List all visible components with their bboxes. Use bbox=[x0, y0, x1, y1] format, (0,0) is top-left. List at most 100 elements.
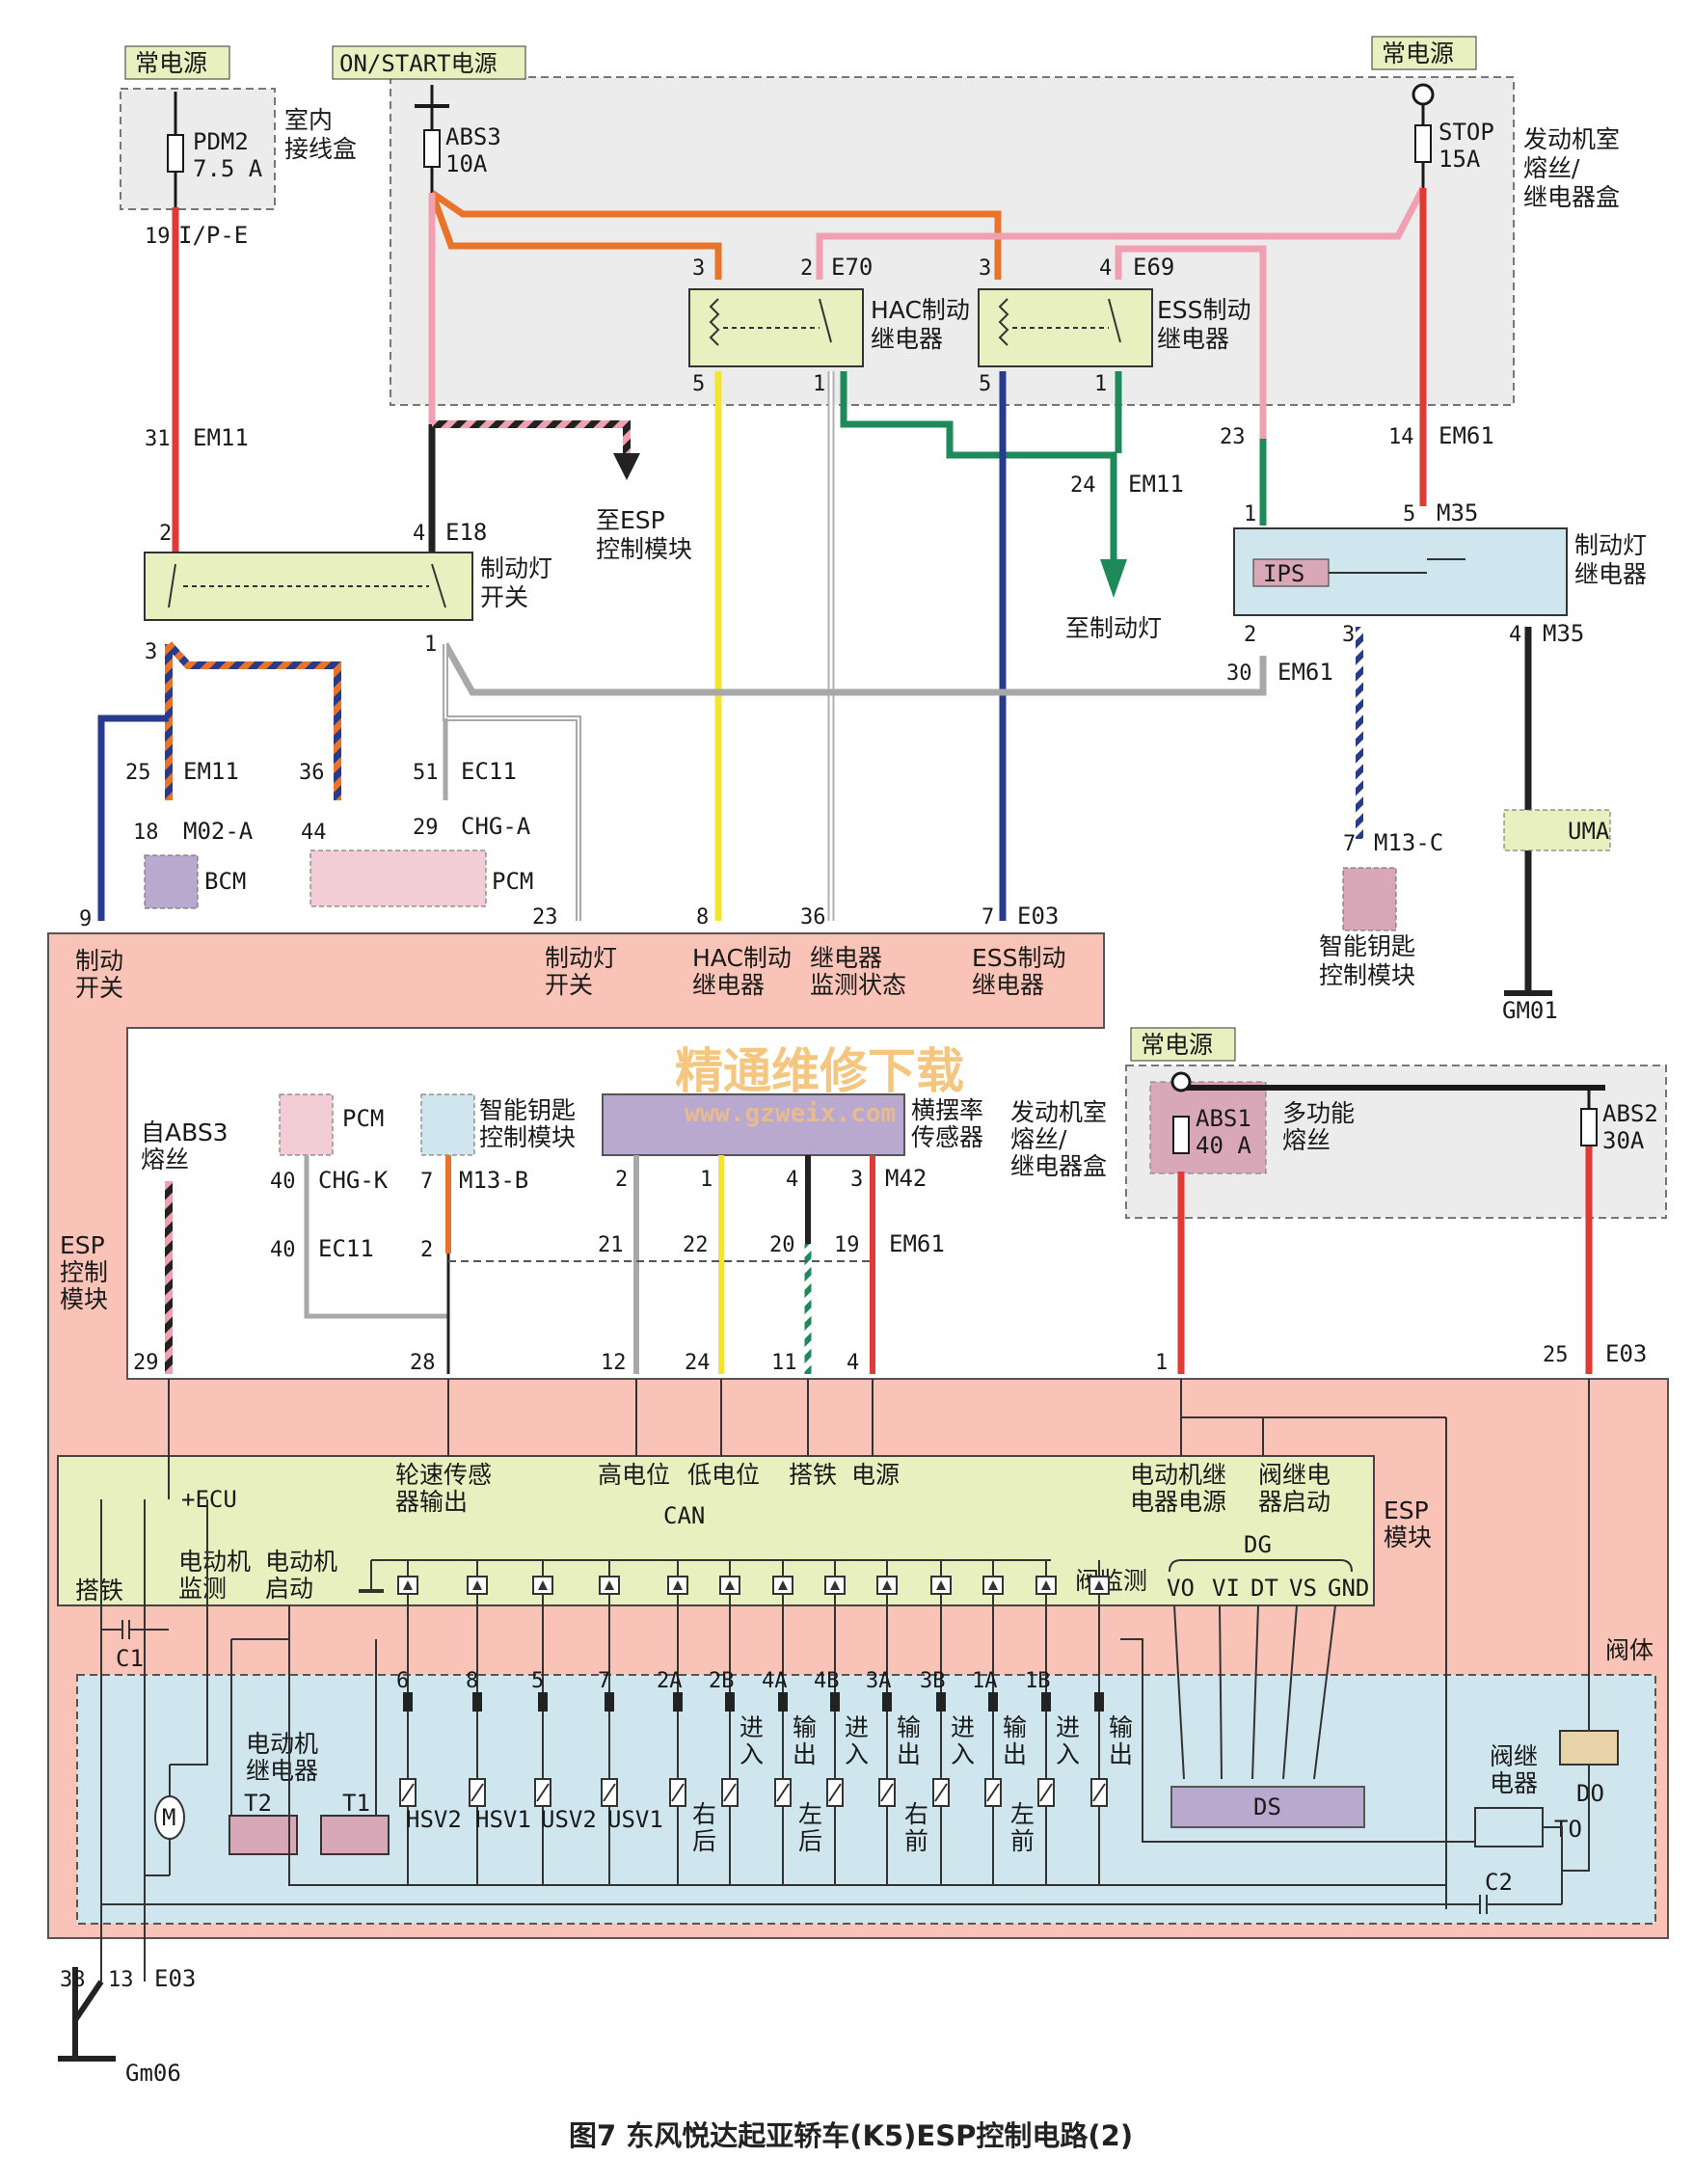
wire-gray-chgk bbox=[304, 1155, 448, 1319]
pin-number: 11 bbox=[771, 1351, 797, 1375]
dg-pin-label: DT bbox=[1250, 1575, 1278, 1602]
wheel-label: 器输出 bbox=[395, 1488, 468, 1516]
valve-mon-label: 阀监测 bbox=[1075, 1567, 1147, 1595]
connector-label: EM11 bbox=[1128, 471, 1184, 498]
pin-number: 5 bbox=[1403, 502, 1415, 526]
connector-label: M13-C bbox=[1374, 829, 1443, 856]
motor-start-label: 电动机 bbox=[265, 1548, 337, 1576]
fuse-rating: 40 A bbox=[1196, 1132, 1251, 1159]
esp-module-box bbox=[57, 1455, 1375, 1606]
valve-direction: 入 bbox=[739, 1740, 764, 1768]
valve-direction: 出 bbox=[1109, 1740, 1133, 1768]
valve-coil-mark bbox=[776, 1783, 790, 1802]
valve-name: USV2 bbox=[541, 1806, 597, 1833]
motor-relay-label: 电动机 bbox=[246, 1730, 318, 1758]
connector-label: I/P-E bbox=[178, 222, 248, 249]
valve-group-label: 前 bbox=[1010, 1827, 1035, 1855]
valve-name: USV1 bbox=[607, 1806, 663, 1833]
valve-2a: 2A bbox=[657, 1560, 688, 1885]
wire-gray-em61 bbox=[442, 642, 1267, 696]
fuse-rating: 7.5 A bbox=[193, 155, 263, 182]
connector-label: E03 bbox=[1017, 903, 1059, 930]
ecu-label: +ECU bbox=[181, 1486, 237, 1513]
multi-fuse-label: 多功能 bbox=[1282, 1099, 1355, 1127]
esp-module-label: ESP bbox=[1384, 1496, 1429, 1524]
valve-pin: 2A bbox=[657, 1669, 683, 1693]
valve-driver-icon bbox=[538, 1580, 548, 1590]
fuse-rating: 30A bbox=[1602, 1127, 1645, 1154]
gnd2-label: 搭铁 bbox=[75, 1577, 123, 1604]
valve-pin: 4A bbox=[762, 1669, 788, 1693]
smartkey-label: 智能钥匙 bbox=[479, 1096, 576, 1124]
valve-connector bbox=[673, 1692, 683, 1712]
pin-number: 19 bbox=[834, 1233, 860, 1257]
fuse-label: ABS1 bbox=[1196, 1105, 1251, 1132]
motor-mon-label: 监测 bbox=[178, 1575, 227, 1603]
esp-input-label: HAC制动 bbox=[692, 944, 792, 972]
from-abs3-label: 自ABS3 bbox=[141, 1119, 229, 1146]
pcm-label: PCM bbox=[492, 868, 533, 895]
smartkey-box-top bbox=[1342, 867, 1397, 931]
connector-label: EM61 bbox=[889, 1230, 945, 1257]
indoor-box-label: 接线盒 bbox=[284, 135, 357, 163]
valve-coil-mark bbox=[603, 1783, 616, 1802]
valve-driver-icon bbox=[882, 1580, 892, 1590]
engine-box2-label: 发动机室 bbox=[1010, 1098, 1107, 1126]
engine-box2-label: 继电器盒 bbox=[1010, 1152, 1107, 1180]
pcm-label: PCM bbox=[342, 1105, 384, 1132]
valve-pin: 4B bbox=[814, 1669, 840, 1693]
dg-pin-label: GND bbox=[1328, 1575, 1369, 1602]
valve-direction: 入 bbox=[845, 1740, 869, 1768]
pcm-box-top bbox=[309, 849, 487, 907]
valve-direction: 进 bbox=[845, 1713, 869, 1741]
ds-box bbox=[1170, 1786, 1365, 1828]
to-esp-label: 控制模块 bbox=[596, 535, 692, 563]
valve-direction: 出 bbox=[897, 1740, 921, 1768]
ground-gm06: Gm06 bbox=[58, 1967, 181, 2087]
arrow-to-esp bbox=[613, 453, 640, 480]
dg-lead bbox=[1313, 1604, 1336, 1780]
esp-input-label: 继电器 bbox=[972, 971, 1044, 999]
valve-driver-icon bbox=[1041, 1580, 1051, 1590]
relay-label: 继电器 bbox=[1574, 560, 1647, 588]
valve-direction: 出 bbox=[1003, 1740, 1027, 1768]
can-label: CAN bbox=[663, 1502, 705, 1529]
valve-body-label: 阀体 bbox=[1605, 1636, 1654, 1664]
motor: M bbox=[154, 1765, 185, 1875]
valve-coil-mark bbox=[536, 1783, 550, 1802]
pin-number: 19 bbox=[145, 225, 171, 249]
uma-label: UMA bbox=[1568, 818, 1610, 845]
valve-direction: 输 bbox=[1109, 1713, 1133, 1741]
arrow-lamp bbox=[1100, 559, 1127, 598]
wire-pink-stop2 bbox=[1115, 245, 1267, 439]
ds-label: DS bbox=[1253, 1793, 1281, 1820]
esp-input-label: 开关 bbox=[545, 971, 593, 999]
connector-label: EM11 bbox=[183, 758, 239, 785]
relay-label: ESS制动 bbox=[1157, 296, 1251, 324]
power-label-text: ON/START电源 bbox=[339, 50, 497, 77]
pin-number: 23 bbox=[1220, 425, 1246, 449]
power-label-text: 常电源 bbox=[135, 49, 207, 77]
valve-group-label: 左 bbox=[798, 1800, 822, 1828]
pwr-label: 电源 bbox=[851, 1461, 900, 1489]
valve-driver-icon bbox=[1094, 1580, 1104, 1590]
pin-number: 25 bbox=[1543, 1343, 1569, 1367]
esp-internal-leads bbox=[168, 1379, 1590, 1909]
valve-coil-mark bbox=[986, 1783, 1000, 1802]
pin-number: 4 bbox=[1509, 623, 1521, 647]
valve-pin: 2B bbox=[709, 1669, 735, 1693]
valve-group-label: 后 bbox=[798, 1827, 822, 1855]
pin-number: 18 bbox=[133, 821, 159, 845]
fuse-abs1: ABS1 40 A bbox=[1170, 1071, 1251, 1159]
valve-connector bbox=[538, 1692, 548, 1712]
brake-lamp-relay: IPS 制动灯 继电器 bbox=[1233, 527, 1647, 616]
valve-driver-icon bbox=[778, 1580, 788, 1590]
power-label-text: 常电源 bbox=[1382, 40, 1454, 67]
valve-connector bbox=[725, 1692, 735, 1712]
pin-number: 20 bbox=[769, 1233, 795, 1257]
valve-driver-icon bbox=[605, 1580, 614, 1590]
dg-lead bbox=[1219, 1604, 1223, 1780]
